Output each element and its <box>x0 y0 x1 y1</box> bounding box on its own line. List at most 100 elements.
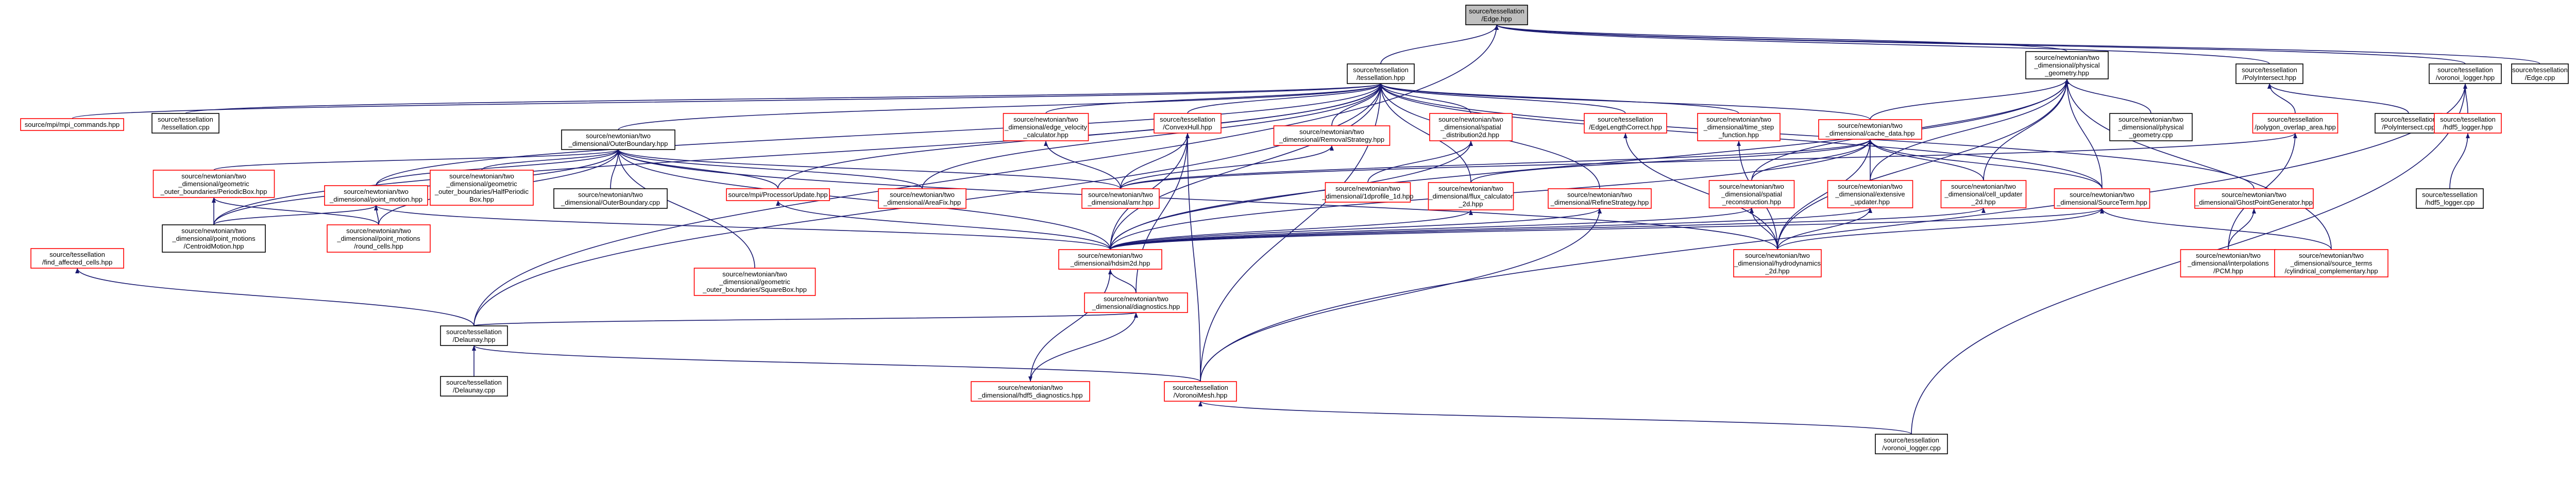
node-box <box>1465 5 1528 25</box>
node-half-periodic-box[interactable]: source/newtonian/two_dimensional/geometr… <box>430 170 534 206</box>
node-edge-length-correct[interactable]: source/tessellation/EdgeLengthCorrect.hp… <box>1584 113 1667 134</box>
node-edge-hpp[interactable]: source/tessellation/Edge.hpp <box>1465 5 1528 25</box>
node-label: /round_cells.hpp <box>354 242 403 250</box>
node-hydrodynamics-2d[interactable]: source/newtonian/two_dimensional/hydrody… <box>1733 249 1822 277</box>
node-refine-strategy[interactable]: source/newtonian/two_dimensional/RefineS… <box>1548 188 1652 209</box>
node-outer-boundary[interactable]: source/newtonian/two_dimensional/OuterBo… <box>561 129 675 150</box>
node-edge-velocity[interactable]: source/newtonian/two_dimensional/edge_ve… <box>1003 113 1089 141</box>
node-label: source/newtonian/two <box>1838 122 1903 129</box>
node-hdf5-logger-hpp[interactable]: source/tessellation/hdf5_logger.hpp <box>2434 113 2502 134</box>
node-box <box>2429 63 2502 84</box>
node-box <box>151 113 219 134</box>
node-box <box>553 188 668 209</box>
node-spatial-reconstruction[interactable]: source/newtonian/two_dimensional/spatial… <box>1708 180 1795 208</box>
node-polyintersect-hpp[interactable]: source/tessellation/PolyIntersect.hpp <box>2235 63 2303 84</box>
node-label: source/newtonian/two <box>1299 128 1364 136</box>
node-find-affected-cells[interactable]: source/tessellation/find_affected_cells.… <box>30 248 124 269</box>
node-label: _dimensional/geometric <box>719 278 790 286</box>
node-hdf5-logger-cpp[interactable]: source/tessellation/hdf5_logger.cpp <box>2416 188 2484 209</box>
node-centroid-motion[interactable]: source/newtonian/two_dimensional/point_m… <box>162 224 266 253</box>
node-edge-cpp[interactable]: source/tessellation/Edge.cpp <box>2511 63 2569 84</box>
node-hdf5-diagnostics[interactable]: source/newtonian/two_dimensional/hdf5_di… <box>971 381 1090 402</box>
node-label: source/mpi/ProcessorUpdate.hpp <box>728 191 828 199</box>
node-outer-boundary-cpp[interactable]: source/newtonian/two_dimensional/OuterBo… <box>553 188 668 209</box>
node-area-fix[interactable]: source/newtonian/two_dimensional/AreaFix… <box>878 188 967 209</box>
node-label: _dimensional/spatial <box>1721 190 1782 198</box>
node-spatial-distribution[interactable]: source/newtonian/two_dimensional/spatial… <box>1429 113 1513 141</box>
node-box <box>30 248 124 269</box>
node-label: source/newtonian/two <box>1719 183 1784 190</box>
node-ghost-point-generator[interactable]: source/newtonian/two_dimensional/GhostPo… <box>2194 188 2314 209</box>
node-cylindrical-complementary[interactable]: source/newtonian/two_dimensional/source_… <box>2274 249 2388 277</box>
node-label: source/newtonian/two <box>1088 191 1153 199</box>
node-label: _geometry.cpp <box>2128 131 2173 139</box>
edge-delaunay-hpp-to-find-affected-cells <box>75 268 474 326</box>
node-removal-strategy[interactable]: source/newtonian/two_dimensional/Removal… <box>1273 125 1391 146</box>
node-profile-1d[interactable]: source/newtonian/two_dimensional/1dprofi… <box>1321 182 1414 203</box>
node-periodic-box[interactable]: source/newtonian/two_dimensional/geometr… <box>152 170 275 198</box>
node-convexhull-hpp[interactable]: source/tessellation/ConvexHull.hpp <box>1154 113 1222 134</box>
node-time-step-function[interactable]: source/newtonian/two_dimensional/time_st… <box>1697 113 1781 141</box>
node-label: source/newtonian/two <box>181 172 246 180</box>
node-label: source/newtonian/two <box>578 191 643 199</box>
node-tessellation-cpp[interactable]: source/tessellation/tessellation.cpp <box>151 113 219 134</box>
node-flux-calculator[interactable]: source/newtonian/two_dimensional/flux_ca… <box>1428 182 1514 210</box>
node-label: source/tessellation <box>446 379 502 386</box>
node-cell-updater[interactable]: source/newtonian/two_dimensional/cell_up… <box>1940 180 2027 208</box>
node-polygon-overlap-area[interactable]: source/tessellation/polygon_overlap_area… <box>2252 113 2338 134</box>
node-label: _dimensional/edge_velocity <box>1004 123 1087 131</box>
node-square-box[interactable]: source/newtonian/two_dimensional/geometr… <box>693 268 816 296</box>
node-point-motion[interactable]: source/newtonian/two_dimensional/point_m… <box>324 185 428 206</box>
node-physical-geometry[interactable]: source/newtonian/two_dimensional/physica… <box>2025 51 2109 79</box>
node-box <box>1818 119 1922 140</box>
node-amr-hpp[interactable]: source/newtonian/two_dimensional/amr.hpp <box>1081 188 1160 209</box>
node-delaunay-cpp[interactable]: source/tessellation/Delaunay.cpp <box>440 376 508 397</box>
node-label: /ConvexHull.hpp <box>1163 123 1212 131</box>
node-physical-geometry-cpp[interactable]: source/newtonian/two_dimensional/physica… <box>2109 113 2193 141</box>
node-label: _distribution2d.hpp <box>1442 131 1499 139</box>
node-label: _dimensional/extensive <box>1835 190 1905 198</box>
node-box <box>1548 188 1652 209</box>
edge-amr-hpp-to-cache-data <box>1120 139 1872 189</box>
node-label: _dimensional/hdf5_diagnostics.hpp <box>977 391 1082 399</box>
edge-outer-boundary-to-tessellation-hpp <box>618 83 1383 130</box>
node-box <box>324 185 428 206</box>
node-procvorel-update[interactable]: source/mpi/ProcessorUpdate.hpp <box>726 188 830 201</box>
edge-half-periodic-box-to-outer-boundary <box>481 149 620 171</box>
edge-hdsim2d-to-refine-strategy <box>1110 208 1602 250</box>
edge-area-fix-to-outer-boundary <box>616 149 923 189</box>
node-label: source/newtonian/two <box>344 188 409 195</box>
node-source-term[interactable]: source/newtonian/two_dimensional/SourceT… <box>2054 188 2150 209</box>
node-label: source/newtonian/two <box>1438 116 1503 123</box>
node-box <box>1875 434 1948 454</box>
node-voronoi-logger-hpp[interactable]: source/tessellation/voronoi_logger.hpp <box>2429 63 2502 84</box>
edge-mpi-commands-to-tessellation-hpp <box>72 83 1383 119</box>
node-box <box>693 268 816 296</box>
node-voronoi-logger-cpp[interactable]: source/tessellation/voronoi_logger.cpp <box>1875 434 1948 454</box>
node-label: source/tessellation <box>2267 116 2323 123</box>
node-hdsim2d[interactable]: source/newtonian/two_dimensional/hdsim2d… <box>1058 249 1162 270</box>
node-cache-data[interactable]: source/newtonian/two_dimensional/cache_d… <box>1818 119 1922 140</box>
edge-tessellation-cpp-to-tessellation-hpp <box>185 83 1383 114</box>
node-label: source/newtonian/two <box>1706 116 1771 123</box>
node-mpi-commands[interactable]: source/mpi/mpi_commands.hpp <box>20 118 124 131</box>
node-diagnostics[interactable]: source/newtonian/two_dimensional/diagnos… <box>1084 292 1188 313</box>
node-box <box>2109 113 2193 141</box>
node-box <box>1003 113 1089 141</box>
node-label: _dimensional/interpolations <box>2187 259 2269 267</box>
node-round-cells[interactable]: source/newtonian/two_dimensional/point_m… <box>327 224 431 253</box>
node-polyintersect-cpp[interactable]: source/tessellation/PolyIntersect.cpp <box>2375 113 2443 134</box>
node-interpolations-pcm[interactable]: source/newtonian/two_dimensional/interpo… <box>2180 249 2277 277</box>
node-label: /hdf5_logger.hpp <box>2443 123 2493 131</box>
node-delaunay-hpp[interactable]: source/tessellation/Delaunay.hpp <box>440 325 508 346</box>
edge-hdsim2d-to-procvorel-update <box>776 200 1111 250</box>
node-tessellation-hpp[interactable]: source/tessellation/tessellation.hpp <box>1347 63 1415 84</box>
edge-hdf5-diagnostics-to-diagnostics <box>1030 312 1138 382</box>
node-extensive-updater[interactable]: source/newtonian/two_dimensional/extensi… <box>1827 180 1913 208</box>
node-label: _function.hpp <box>1718 131 1759 139</box>
node-voronoi-mesh[interactable]: source/tessellation/VoronoiMesh.hpp <box>1164 381 1237 402</box>
node-label: _calculator.hpp <box>1023 131 1068 139</box>
node-box <box>1708 180 1795 208</box>
node-box <box>1827 180 1913 208</box>
